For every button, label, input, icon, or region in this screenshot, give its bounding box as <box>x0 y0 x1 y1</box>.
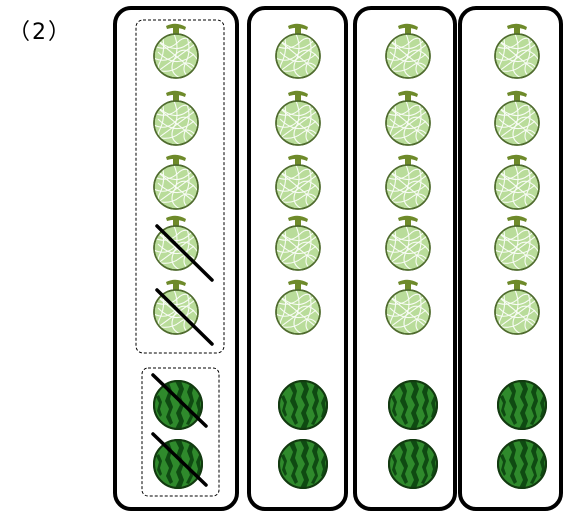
cross-out-mark <box>155 224 214 282</box>
cross-out-mark <box>151 373 208 428</box>
fruit-column-4 <box>458 6 563 511</box>
fruit-column-2 <box>247 6 348 511</box>
fruit-column-1 <box>113 6 239 511</box>
melon-icon <box>275 279 321 335</box>
melon-icon <box>385 215 431 271</box>
melon-icon <box>385 279 431 335</box>
watermelon-icon <box>278 439 328 489</box>
watermelon-group-outline <box>141 367 220 497</box>
column-frame <box>458 6 563 511</box>
melon-icon <box>275 90 321 146</box>
watermelon-icon <box>278 380 328 430</box>
column-frame <box>247 6 348 511</box>
melon-icon <box>494 279 540 335</box>
watermelon-icon <box>497 380 547 430</box>
melon-icon <box>494 215 540 271</box>
melon-icon <box>153 154 199 210</box>
cross-out-mark <box>155 288 214 346</box>
melon-icon <box>494 23 540 79</box>
melon-icon <box>153 23 199 79</box>
melon-icon <box>494 90 540 146</box>
melon-icon <box>385 23 431 79</box>
melon-group-outline <box>135 19 225 354</box>
watermelon-icon <box>388 439 438 489</box>
melon-icon <box>153 90 199 146</box>
melon-icon <box>275 154 321 210</box>
watermelon-icon <box>497 439 547 489</box>
column-frame <box>353 6 457 511</box>
melon-icon <box>153 215 199 271</box>
melon-icon <box>385 90 431 146</box>
watermelon-icon <box>153 380 203 430</box>
melon-icon <box>385 154 431 210</box>
problem-number: （2） <box>8 20 72 45</box>
fruit-column-3 <box>353 6 457 511</box>
melon-icon <box>494 154 540 210</box>
watermelon-icon <box>153 439 203 489</box>
cross-out-mark <box>151 432 208 487</box>
melon-icon <box>275 215 321 271</box>
column-frame <box>113 6 239 511</box>
melon-icon <box>275 23 321 79</box>
watermelon-icon <box>388 380 438 430</box>
